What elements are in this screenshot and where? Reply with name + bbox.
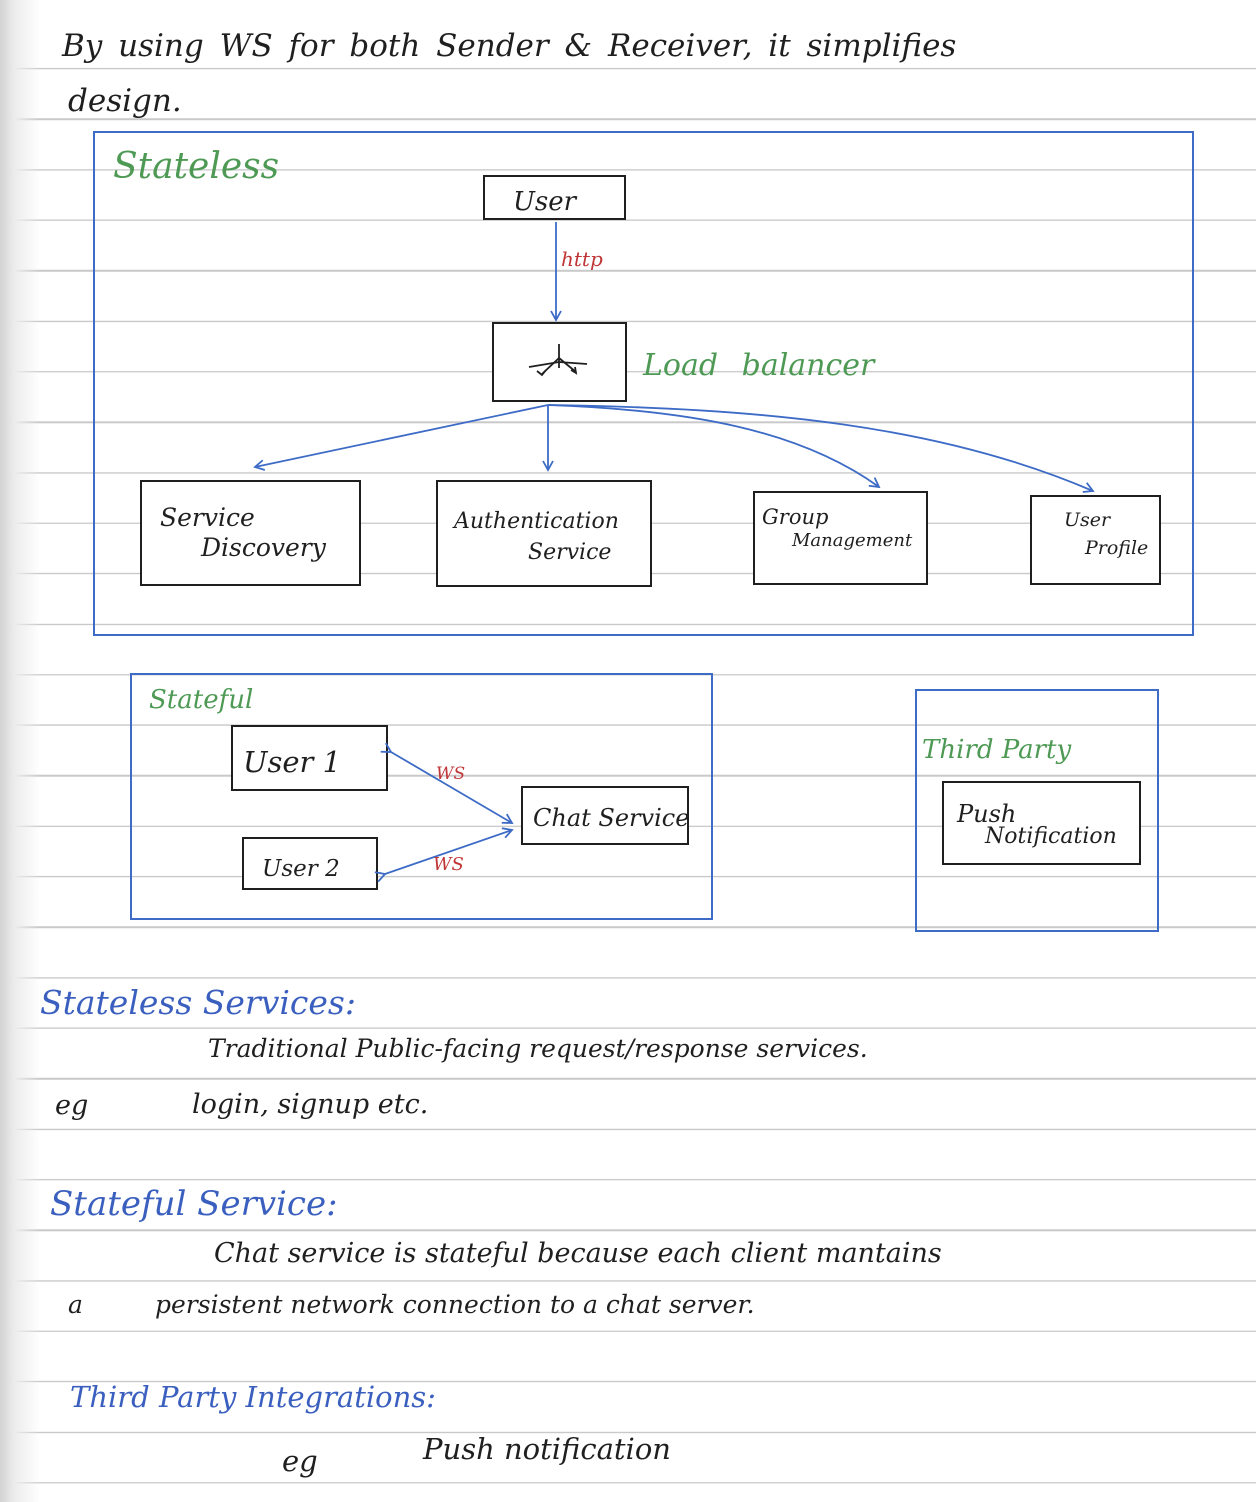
load-balancer-label: Load balancer: [642, 348, 876, 383]
group-management-line-1: Group: [762, 505, 828, 529]
load-balancer-icon: [528, 344, 588, 377]
user-profile-line-2: Profile: [1084, 537, 1148, 559]
third-party-integrations-heading: Third Party Integrations:: [70, 1380, 436, 1414]
user-1-label: User 1: [243, 745, 341, 779]
stateless-title: Stateless: [113, 146, 279, 187]
service-discovery-line-1: Service: [160, 503, 255, 532]
lb-to-user-profile-arrow: [547, 404, 1095, 493]
stateful-service-heading: Stateful Service:: [50, 1184, 338, 1224]
stateless-container: [93, 131, 1194, 636]
stateful-container: [130, 673, 713, 920]
authentication-line-1: Authentication: [452, 509, 619, 534]
intro-line-1: By using WS for both Sender & Receiver, …: [62, 28, 957, 64]
authentication-service-node: [436, 480, 652, 587]
user1-chat-ws-arrow: [380, 742, 514, 824]
user-2-label: User 2: [262, 856, 340, 882]
stateless-eg-label: eg: [55, 1090, 89, 1121]
stateless-eg-text: login, signup etc.: [192, 1089, 429, 1120]
user-profile-node: [1030, 495, 1161, 585]
intro-line-2: design.: [68, 83, 182, 119]
stateful-service-line-2: persistent network connection to a chat …: [155, 1290, 755, 1319]
third-party-container: [915, 689, 1159, 932]
group-management-node: [753, 491, 928, 585]
user2-chat-ws-arrow: [374, 827, 514, 883]
push-notification-node: [942, 781, 1141, 865]
lb-to-group-mgmt-arrow: [547, 404, 881, 489]
http-label: http: [561, 247, 603, 271]
push-notification-line-1: Push: [956, 800, 1016, 828]
push-notification-line-2: Notification: [984, 824, 1117, 849]
stateless-services-desc: Traditional Public-facing request/respon…: [208, 1034, 868, 1063]
chat-service-node: [521, 786, 689, 845]
stateful-service-line-2-a: a: [68, 1290, 83, 1319]
chat-service-label: Chat Service: [533, 804, 689, 832]
third-party-eg-text: Push notification: [423, 1432, 671, 1466]
user-2-node: [242, 837, 378, 890]
lb-to-service-discovery-arrow: [253, 404, 549, 471]
user-profile-line-1: User: [1064, 509, 1112, 531]
user-node-label: User: [513, 187, 578, 217]
user-node: [483, 175, 626, 220]
stateful-service-line-1: Chat service is stateful because each cl…: [214, 1238, 942, 1269]
stateful-title: Stateful: [149, 685, 253, 715]
stateless-services-heading: Stateless Services:: [40, 983, 356, 1022]
authentication-line-2: Service: [528, 540, 611, 565]
group-management-line-2: Management: [791, 530, 913, 551]
third-party-title: Third Party: [922, 735, 1071, 765]
ws-label-1: WS: [436, 764, 465, 784]
ws-label-2: WS: [433, 854, 464, 875]
service-discovery-node: [140, 480, 361, 586]
service-discovery-line-2: Discovery: [200, 533, 327, 562]
third-party-eg-label: eg: [282, 1444, 318, 1478]
